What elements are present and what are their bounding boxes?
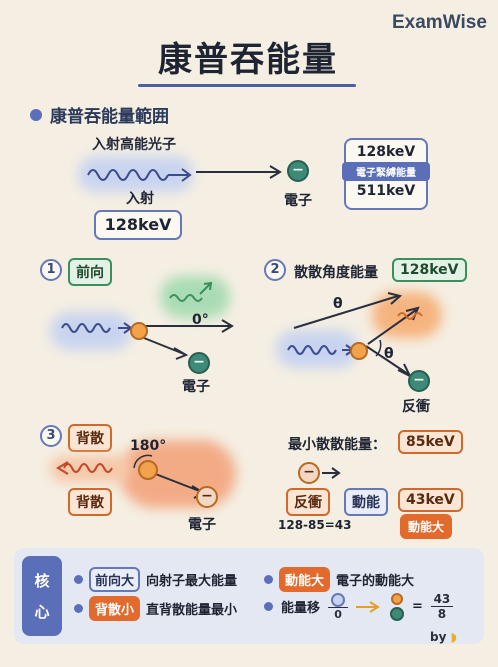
core-row2-left: 背散小 直背散能量最小 bbox=[74, 596, 237, 621]
core-label: 核 心 bbox=[22, 556, 62, 636]
panel3-number: 3 bbox=[40, 425, 62, 447]
panel2-value-tag: 128keV bbox=[392, 258, 467, 282]
core-row1b-text: 電子的動能大 bbox=[336, 574, 415, 589]
frac-arrow-icon bbox=[356, 600, 380, 613]
title-underline bbox=[138, 84, 356, 87]
core-label-top: 核 bbox=[34, 572, 50, 590]
energy-box-middle: 電子緊縛能量 bbox=[342, 162, 430, 181]
banana-icon: ◗ bbox=[450, 630, 457, 644]
panel2-atom-icon bbox=[350, 342, 368, 360]
panel3-angle: 180° bbox=[130, 438, 167, 454]
panel3-back-glow bbox=[50, 456, 130, 482]
core-bullet bbox=[74, 575, 83, 584]
core-row1b-tag: 動能大 bbox=[279, 567, 331, 592]
kinetic-tag: 動能 bbox=[344, 488, 388, 516]
incident-label: 入射 bbox=[126, 191, 154, 207]
panel1-angle: 0° bbox=[192, 312, 209, 328]
frac-num: 43 bbox=[433, 592, 451, 606]
electron-label: 電子 bbox=[284, 193, 312, 209]
byline: by ◗ bbox=[430, 630, 457, 644]
incident-value-box: 128keV bbox=[94, 210, 182, 240]
panel2-number: 2 bbox=[264, 259, 286, 281]
panel3-atom-icon bbox=[138, 460, 158, 480]
panel1-diagram bbox=[61, 281, 234, 360]
panel2-theta-top: θ bbox=[333, 296, 343, 312]
kinetic-big-tag: 動能大 bbox=[400, 514, 453, 539]
core-label-bottom: 心 bbox=[34, 603, 50, 621]
recoil-tag: 反衝 bbox=[286, 488, 330, 516]
photon-wave-icon bbox=[87, 168, 192, 182]
min-energy-value: 85keV bbox=[398, 430, 463, 454]
panel1-tag: 前向 bbox=[68, 258, 112, 286]
frac-mid bbox=[390, 592, 405, 621]
core-row2b-text: 能量移 bbox=[281, 601, 321, 616]
panel3-back-tag: 背散 bbox=[68, 488, 112, 516]
frac-mid-atom-icon bbox=[391, 592, 404, 605]
panel3-electron-label: 電子 bbox=[188, 517, 216, 533]
frac-left: 0 bbox=[328, 592, 349, 621]
panel1-atom-icon bbox=[130, 322, 148, 340]
min-electron-icon: − bbox=[298, 462, 320, 484]
panel3-electron-icon: − bbox=[196, 486, 218, 508]
panel2-label: 散散角度能量 bbox=[294, 265, 378, 281]
electron-icon: − bbox=[287, 160, 309, 182]
photon-label: 入射高能光子 bbox=[92, 137, 176, 153]
kinetic-value-tag: 43keV bbox=[398, 488, 463, 512]
core-bullet bbox=[264, 575, 273, 584]
page-title: 康普吞能量 bbox=[158, 40, 338, 80]
core-row2-tag: 背散小 bbox=[89, 596, 141, 621]
frac-left-den: 0 bbox=[328, 606, 349, 621]
core-row1-text: 向射子最大能量 bbox=[146, 574, 238, 589]
energy-box-bottom: 511keV bbox=[356, 183, 416, 199]
core-row2-right: 能量移 0 = 43 8 bbox=[264, 592, 453, 621]
core-row1-tag: 前向大 bbox=[89, 567, 141, 592]
energy-box: 128keV 電子緊縛能量 511keV bbox=[342, 138, 430, 210]
frac-mid-electron-icon bbox=[390, 606, 405, 621]
panel2-electron-icon: − bbox=[408, 370, 430, 392]
panel1-electron-icon: − bbox=[188, 352, 210, 374]
frac-eq: = bbox=[412, 599, 423, 614]
section-heading: 康普吞能量範囲 bbox=[30, 102, 169, 127]
panel1-electron-label: 電子 bbox=[182, 379, 210, 395]
frac-right: 43 8 bbox=[430, 592, 453, 621]
frac-left-electron-icon bbox=[331, 592, 346, 607]
section-heading-text: 康普吞能量範囲 bbox=[50, 107, 169, 127]
core-row1-left: 前向大 向射子最大能量 bbox=[74, 567, 237, 592]
core-row1-right: 動能大 電子的動能大 bbox=[264, 567, 414, 592]
equation: 128-85=43 bbox=[278, 518, 352, 532]
arrow-to-electron-icon bbox=[196, 165, 282, 179]
brand-logo: ExamWise bbox=[392, 12, 487, 33]
core-bullet bbox=[74, 604, 83, 613]
bullet-dot bbox=[30, 108, 42, 121]
min-energy-label: 最小散散能量： bbox=[288, 437, 386, 453]
frac-den: 8 bbox=[430, 606, 453, 621]
panel2-theta-bottom: θ bbox=[384, 346, 394, 362]
byline-text: by bbox=[430, 630, 447, 644]
core-bullet bbox=[264, 602, 273, 611]
core-row2-text: 直背散能量最小 bbox=[146, 603, 238, 618]
panel2-diagram bbox=[287, 292, 423, 379]
panel2-recoil-label: 反衝 bbox=[402, 399, 430, 415]
panel3-tag: 背散 bbox=[68, 424, 112, 452]
min-arrow-icon bbox=[322, 467, 341, 479]
energy-box-top: 128keV bbox=[356, 144, 416, 160]
panel1-number: 1 bbox=[40, 259, 62, 281]
